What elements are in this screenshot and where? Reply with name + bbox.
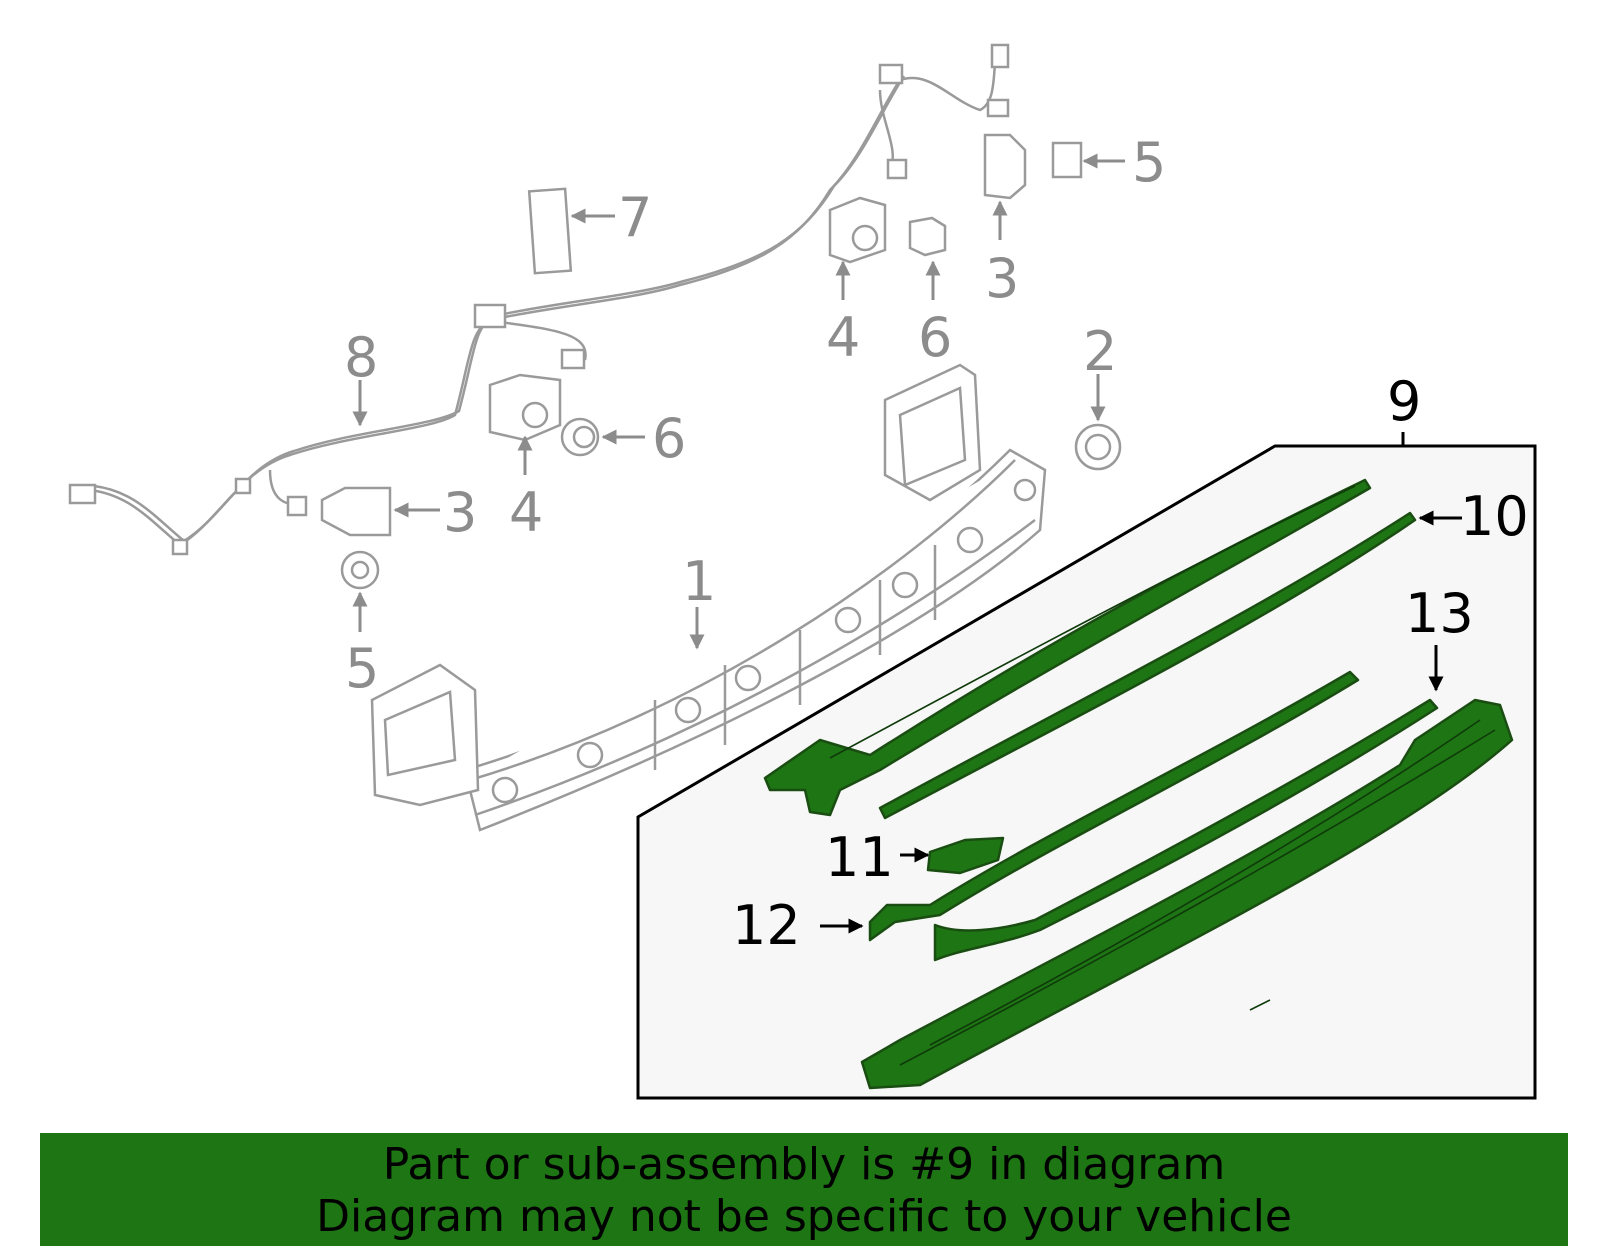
part-5-pad-upper — [1051, 141, 1083, 179]
harness-part-13 — [933, 698, 1439, 962]
callout-4-lower: 4 — [509, 481, 543, 544]
callout-9: 9 — [1387, 370, 1421, 433]
callout-6-lower: 6 — [652, 407, 686, 470]
callout-3-lower: 3 — [443, 481, 477, 544]
callout-12: 12 — [732, 894, 801, 957]
callout-7: 7 — [618, 186, 652, 249]
info-banner: Part or sub-assembly is #9 in diagram Di… — [40, 1133, 1568, 1246]
callout-3-upper: 3 — [985, 247, 1019, 310]
bracket-part-11 — [926, 836, 1005, 875]
callout-4-upper: 4 — [826, 306, 860, 369]
upper-beam-part — [763, 478, 1372, 817]
callout-1: 1 — [682, 550, 716, 613]
callout-10: 10 — [1460, 485, 1529, 548]
lower-bracket-part — [860, 698, 1514, 1090]
reinforcement-bar-part-1 — [370, 363, 1047, 832]
black-callouts: 9 10 13 11 12 — [732, 370, 1529, 957]
gray-callouts: 7 5 3 4 6 8 2 6 4 3 1 5 — [344, 131, 1166, 700]
sensor-strip-part-10 — [878, 511, 1417, 820]
callout-5-lower: 5 — [345, 637, 379, 700]
callout-8: 8 — [344, 326, 378, 389]
gray-leader-arrows — [352, 153, 1125, 650]
highlight-detail-lines — [829, 485, 1496, 1066]
callout-11: 11 — [825, 826, 894, 889]
part-7-pad — [527, 187, 573, 275]
wiring-harness-part-8 — [89, 44, 1002, 547]
harness-connectors — [68, 43, 1010, 556]
harness-part-12 — [868, 670, 1360, 942]
banner-line-2: Diagram may not be specific to your vehi… — [316, 1191, 1292, 1242]
black-leader-arrows — [820, 510, 1462, 934]
callout-6-upper: 6 — [918, 306, 952, 369]
banner-line-1: Part or sub-assembly is #9 in diagram — [382, 1139, 1226, 1190]
highlighted-assembly-parts — [763, 478, 1514, 1090]
callout-5-upper: 5 — [1132, 131, 1166, 194]
part-3-bracket-lower — [320, 486, 392, 537]
part-3-bracket-upper — [983, 133, 1027, 200]
assembly-9-panel — [636, 444, 1537, 1100]
part-6-bezel-upper — [908, 216, 947, 257]
callout-2: 2 — [1083, 320, 1117, 383]
context-parts — [320, 133, 1122, 590]
callout-13: 13 — [1405, 582, 1474, 645]
